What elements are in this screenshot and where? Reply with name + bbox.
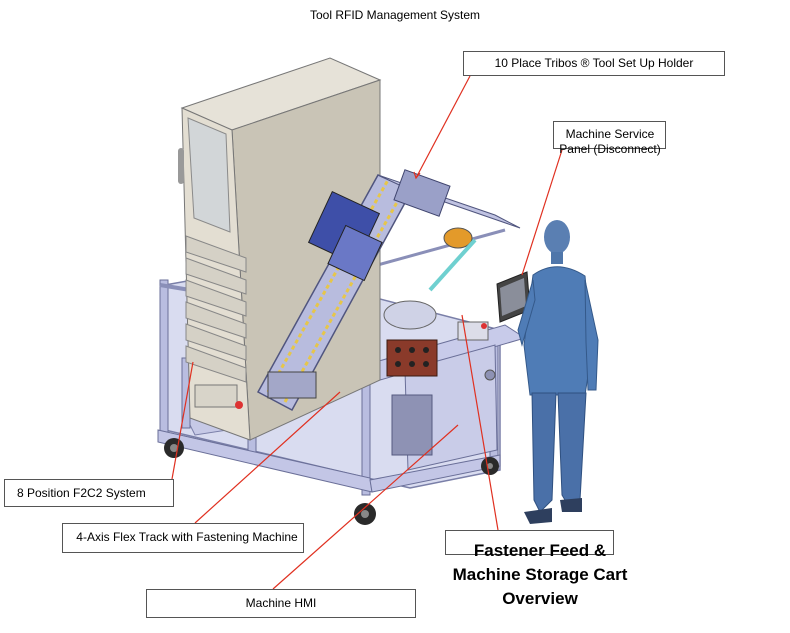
callout-fastener-feed-line-1: Fastener Feed — [473, 541, 590, 560]
operator-figure-icon — [517, 220, 599, 524]
leader-line-f2c2 — [171, 361, 194, 480]
diagram-title: Tool RFID Management System — [309, 8, 481, 22]
callout-tribos-holder: 10 Place Tribos ® Tool Set Up Holder — [463, 51, 725, 76]
callout-flex-track-line-1: 4-Axis Flex Track with Fastening — [76, 530, 250, 544]
callout-service-panel-line-1: Machine — [565, 127, 611, 141]
callout-service-panel-box — [553, 121, 666, 149]
callout-fastener-feed: Fastener Feed & Machine Storage Cart Ove… — [440, 539, 640, 611]
callout-machine-hmi: Machine HMI — [146, 589, 416, 618]
callout-flex-track-box — [62, 523, 304, 553]
leader-line-flex-track — [194, 391, 341, 524]
flex-track-icon — [256, 169, 521, 412]
tool-cabinet-icon — [178, 57, 382, 441]
leader-line-service-panel — [521, 149, 563, 276]
callout-service-panel-line-2: Service Panel — [559, 127, 655, 156]
callout-flex-track-line-2: Machine — [252, 530, 298, 544]
callout-fastener-feed-box — [445, 530, 614, 555]
callout-flex-track: 4-Axis Flex Track with Fastening Machine — [72, 530, 302, 544]
callout-service-panel-line-3: (Disconnect) — [593, 142, 661, 156]
leader-lines — [171, 75, 563, 590]
callout-service-panel: Machine Service Panel (Disconnect) — [556, 127, 664, 157]
callout-fastener-feed-line-2: & Machine — [452, 541, 607, 584]
leader-line-fastener-feed — [461, 314, 499, 531]
hmi-monitor-icon — [496, 271, 531, 323]
callout-fastener-feed-line-4: Overview — [502, 589, 578, 608]
callout-fastener-feed-line-3: Storage Cart — [525, 565, 628, 584]
leader-line-hmi — [272, 424, 459, 590]
callout-f2c2-system: 8 Position F2C2 System — [4, 479, 174, 507]
leader-line-tribos — [415, 75, 471, 179]
